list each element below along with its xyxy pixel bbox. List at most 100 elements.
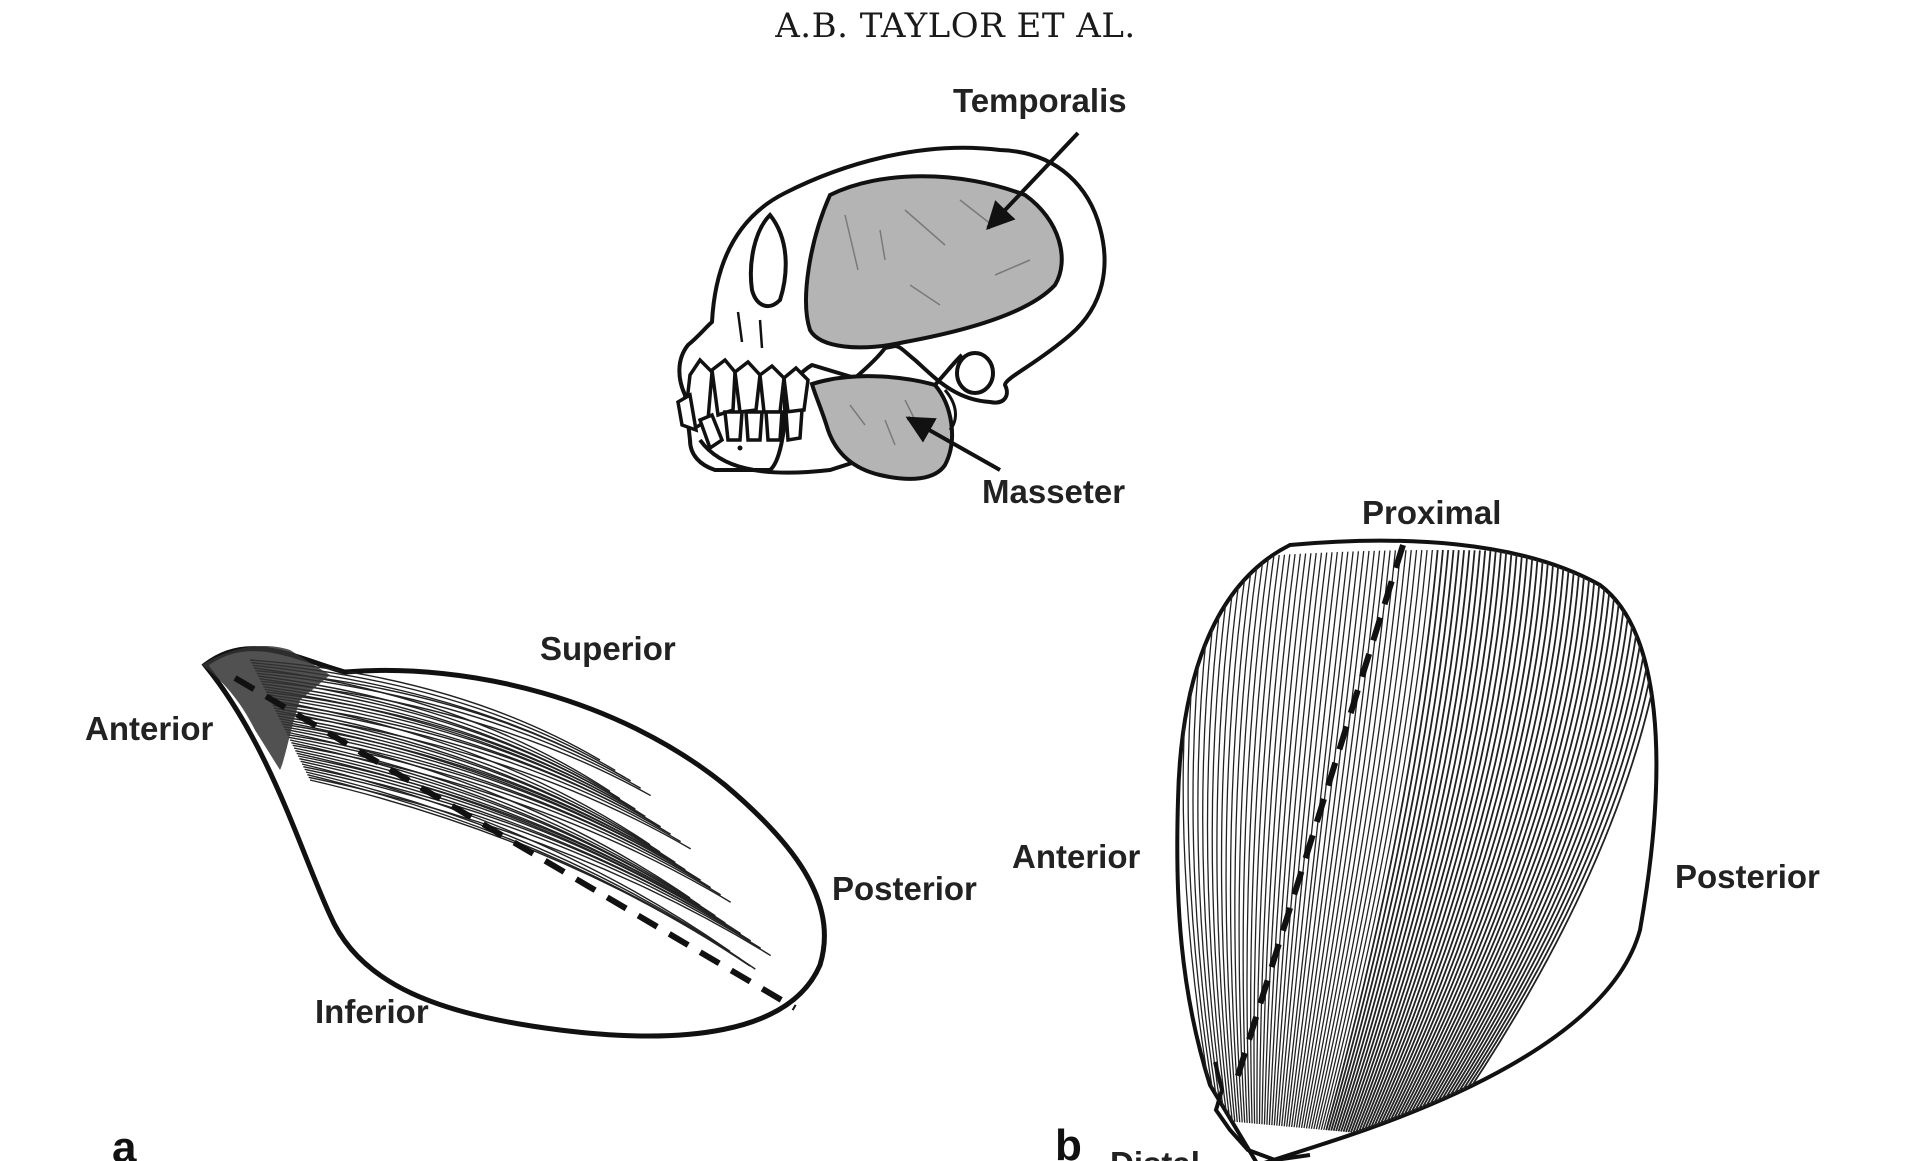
panel-b-fiber — [1220, 557, 1243, 1122]
running-head: A.B. TAYLOR ET AL. — [775, 6, 1136, 46]
label-masseter: Masseter — [982, 473, 1125, 510]
label-b-distal: Distal — [1110, 1145, 1200, 1161]
panel-b-fiber — [1258, 553, 1296, 1125]
panel-b-fiber — [1308, 550, 1402, 1129]
panel-b-fiber — [1416, 557, 1634, 1139]
panel-a-fiber — [276, 712, 692, 850]
panel-b-fiber — [1404, 555, 1608, 1138]
panel-a-fiber — [305, 771, 741, 960]
panel-b-fiber — [1330, 549, 1450, 1131]
panel-b-fiber — [1434, 559, 1657, 1141]
panel-b-fiber — [1342, 550, 1476, 1132]
panel-b-muscle — [1175, 538, 1659, 1161]
panel-b-fiber — [1246, 555, 1275, 1124]
masseter-arrow — [905, 416, 1001, 472]
panel-b-fiber — [1414, 557, 1629, 1139]
mandible — [698, 438, 856, 475]
label-temporalis: Temporalis — [953, 82, 1127, 119]
panel-a-fiber — [308, 776, 772, 957]
panel-b-fiber — [1310, 550, 1407, 1129]
panel-b-fiber — [1369, 551, 1534, 1135]
panel-a-fiber — [303, 765, 746, 939]
panel-b-fiber — [1256, 554, 1291, 1124]
panel-b-fiber — [1278, 551, 1338, 1126]
panel-b-fiber — [1394, 554, 1587, 1137]
panel-b-fiber — [1216, 557, 1238, 1122]
panel-b-fiber — [1367, 551, 1529, 1135]
panel-b-fiber — [1392, 554, 1582, 1137]
panel-b-fiber — [1409, 556, 1619, 1139]
panel-b-fiber — [1283, 551, 1349, 1127]
panel-b-letter: b — [1055, 1121, 1082, 1161]
panel-b-fiber — [1286, 551, 1354, 1127]
panel-a-fiber — [271, 701, 666, 832]
label-b-proximal: Proximal — [1362, 494, 1501, 531]
label-a-inferior: Inferior — [315, 993, 429, 1030]
panel-b-fiber — [1384, 553, 1566, 1136]
panel-b-fiber — [1261, 553, 1301, 1125]
panel-a-tendon — [202, 645, 330, 770]
panel-b-fiber — [1266, 553, 1312, 1125]
panel-b-fiber — [1295, 550, 1375, 1128]
panel-b-fiber — [1206, 558, 1229, 1122]
panel-b-fiber — [1268, 552, 1317, 1125]
panel-a-fiber — [265, 691, 641, 814]
panel-b-fiber — [1397, 554, 1592, 1138]
panel-a-line-of-action — [233, 675, 797, 1011]
panel-b-fiber — [1318, 549, 1423, 1130]
panel-a-muscle — [201, 645, 827, 1039]
label-a-posterior: Posterior — [832, 870, 977, 907]
masseter-muscle — [809, 374, 954, 481]
teeth — [676, 357, 810, 451]
panel-b-fiber — [1276, 552, 1333, 1126]
panel-b-fiber — [1355, 550, 1502, 1134]
panel-a-fiber — [277, 715, 671, 860]
panel-a-fiber — [288, 736, 722, 896]
panel-b-fiber — [1431, 559, 1657, 1141]
panel-a-fiber — [299, 757, 736, 932]
panel-b-fiber — [1350, 550, 1492, 1133]
panel-a-fiber — [281, 723, 681, 868]
panel-a-fiber — [293, 747, 711, 914]
panel-a-fiber — [289, 739, 701, 906]
panel-b-fiber — [1288, 551, 1360, 1127]
panel-b-fiber — [1234, 556, 1259, 1123]
panel-b-line-of-action — [1232, 544, 1406, 1086]
ear-opening — [955, 351, 995, 395]
panel-b-fiber — [1325, 549, 1439, 1131]
panel-b-fiber — [1281, 551, 1344, 1127]
panel-b-fiber — [1337, 550, 1465, 1132]
panel-b-fiber — [1305, 550, 1397, 1129]
panel-a-fiber — [261, 683, 631, 807]
panel-a-fiber — [292, 744, 732, 903]
panel-b-fiber — [1340, 550, 1471, 1132]
panel-b-fiber — [1347, 550, 1487, 1133]
panel-b-fiber — [1332, 549, 1455, 1132]
panel-a-fiber — [287, 733, 706, 886]
panel-b-fiber — [1419, 557, 1640, 1140]
panel-b-fiber — [1327, 549, 1444, 1131]
label-a-anterior: Anterior — [85, 710, 214, 747]
orbit — [748, 212, 788, 309]
panel-b-fiber — [1372, 552, 1539, 1135]
panel-a-fiber — [273, 707, 661, 853]
panel-b-fiber — [1242, 555, 1270, 1123]
panel-a-fiber — [260, 680, 652, 797]
skull-illustration — [676, 131, 1107, 481]
label-a-superior: Superior — [540, 630, 676, 667]
panel-b-fiber — [1323, 549, 1434, 1131]
panel-b-fiber — [1382, 553, 1560, 1136]
panel-b-fiber — [1364, 551, 1524, 1135]
panel-b-fiber — [1293, 550, 1370, 1128]
panel-b-fiber — [1313, 550, 1412, 1130]
panel-a-fiber — [272, 704, 682, 843]
panel-b-fiber — [1225, 556, 1249, 1123]
panel-b-fiber — [1335, 550, 1460, 1132]
panel-b-fiber — [1374, 552, 1545, 1135]
panel-b-fiber — [1303, 550, 1391, 1129]
panel-b-fiber — [1211, 557, 1233, 1122]
panel-a-fiber — [304, 768, 762, 949]
label-b-posterior: Posterior — [1675, 858, 1820, 895]
panel-b-fiber — [1263, 553, 1307, 1125]
